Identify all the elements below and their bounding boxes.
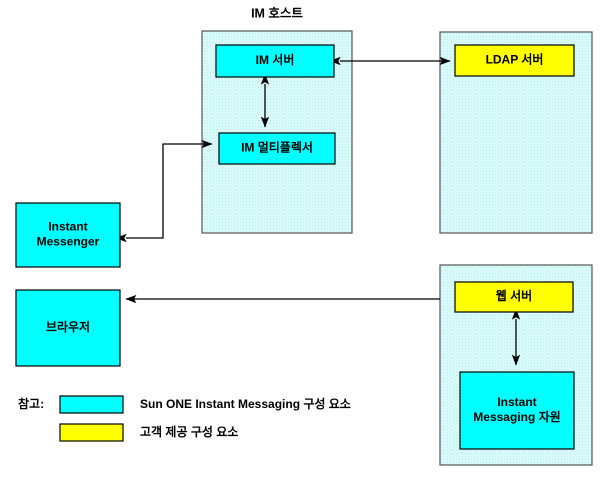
legend-note-label: 참고: (18, 396, 44, 411)
instant-messenger-node-label: Instant (48, 220, 87, 234)
instant-messenger-node-label: Messenger (37, 235, 100, 249)
connector-instant-messenger-to-im-multiplexor (115, 139, 213, 243)
im-multiplexor-node-box (218, 132, 336, 165)
legend-item-customer-provided-component-swatch (59, 423, 124, 442)
im-server-node-box (215, 44, 335, 78)
legend-item-sun-one-component-swatch (59, 395, 124, 414)
ldap-server-node: LDAP 서버 (454, 44, 575, 77)
im-server-node: IM 서버 (215, 44, 335, 78)
ldap-server-node-box (454, 44, 575, 77)
legend-item-customer-provided-component-label: 고객 제공 구성 요소 (140, 425, 238, 439)
instant-messaging-resource-node-label: Instant (497, 395, 536, 409)
browser-node-label: 브라우저 (46, 319, 90, 334)
im-server-node-label: IM 서버 (256, 52, 295, 67)
browser-node-box (15, 289, 121, 367)
diagram-title: IM 호스트 (251, 6, 303, 20)
web-server-node-box (454, 281, 574, 313)
ldap-server-node-label: LDAP 서버 (486, 52, 544, 67)
browser-node: 브라우저 (15, 289, 121, 367)
web-server-node-label: 웹 서버 (496, 288, 532, 303)
instant-messaging-resource-node-label: Messaging 자원 (473, 409, 560, 424)
im-multiplexor-node-label: IM 멀티플렉서 (241, 140, 313, 155)
instant-messaging-resource-node-box (459, 371, 575, 450)
legend-item-sun-one-component-label: Sun ONE Instant Messaging 구성 요소 (140, 397, 351, 411)
web-server-node: 웹 서버 (454, 281, 574, 313)
im-multiplexor-node: IM 멀티플렉서 (218, 132, 336, 165)
instant-messenger-node-box (15, 202, 121, 268)
connectors-layer (115, 56, 521, 366)
